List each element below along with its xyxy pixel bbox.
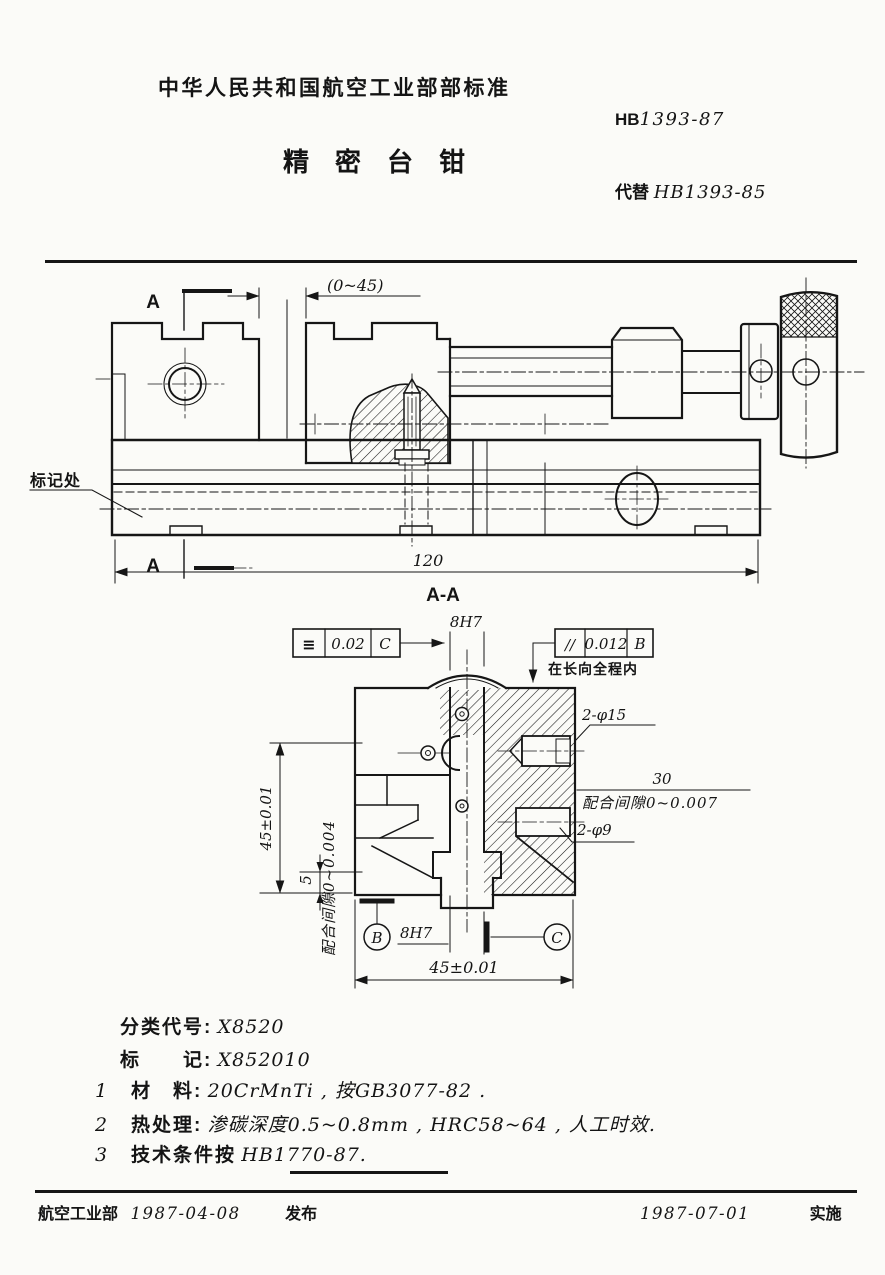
dim-slot-top: 8H7	[450, 613, 483, 631]
symmetry-datum-ref: C	[379, 635, 391, 653]
footer-issue-date: 1987-04-08	[130, 1204, 241, 1223]
dim-jaw-opening: (0~45)	[327, 276, 383, 295]
dim-slot-bottom: 8H7	[400, 924, 433, 942]
fixed-jaw	[95, 321, 261, 442]
parallelism-symbol: //	[563, 636, 577, 654]
datum-c-label: C	[551, 929, 563, 947]
note-label: 材 料:	[131, 1081, 203, 1102]
replaces-code: HB1393-85	[653, 182, 767, 203]
dim-overall-length: 120	[413, 551, 444, 570]
class-code-line: 分类代号: X8520	[120, 1012, 285, 1039]
slot-dim-top-lines	[449, 631, 485, 671]
datum-b-symbol	[359, 898, 395, 951]
replaces-label: 代替	[615, 183, 649, 202]
note-label: 热处理:	[131, 1115, 203, 1136]
jaw-opening-dimension	[227, 287, 421, 319]
standard-code-prefix: HB	[615, 110, 640, 129]
parallelism-tolerance-frame	[528, 628, 654, 683]
note-value: 20CrMnTi , 按GB3077-82 .	[207, 1080, 487, 1102]
marking-leader-line	[29, 489, 143, 518]
section-view-label: A-A	[426, 585, 460, 606]
symmetry-symbol: ≡	[302, 635, 315, 654]
note-item: 2 热处理: 渗碳深度0.5~0.8mm , HRC58~64 , 人工时效.	[95, 1110, 656, 1137]
page-title: 精密台钳	[283, 147, 492, 177]
dim-hole-span: 30	[652, 770, 672, 788]
upper-holes-leader	[574, 724, 656, 742]
section-label-top: A	[146, 292, 160, 313]
note-underline	[290, 1171, 448, 1174]
marking-code-value: X852010	[217, 1049, 311, 1071]
dim-holes-upper: 2-φ15	[581, 706, 626, 724]
section-view-drawing: ≡ 0.02 C 8H7 // 0.012 B 在长向全程内 2-φ15 30 …	[257, 613, 751, 989]
width-dimension	[354, 899, 574, 989]
class-code-label: 分类代号:	[120, 1017, 213, 1038]
finger-recess-arc	[441, 734, 461, 772]
footer-issuer: 航空工业部	[38, 1206, 119, 1223]
marking-code-label: 标 记:	[120, 1050, 213, 1071]
fit-clearance-left: 配合间隙0~0.004	[320, 820, 338, 956]
thrust-collar	[739, 322, 780, 421]
note-item: 1 材 料: 20CrMnTi , 按GB3077-82 .	[95, 1076, 486, 1103]
slot-dim-bottom-lines	[397, 895, 485, 955]
parallelism-tolerance-value: 0.012	[585, 635, 628, 653]
note-number: 1	[95, 1080, 108, 1102]
standard-code-number: 1393-87	[639, 109, 725, 130]
note-number: 2	[95, 1114, 108, 1136]
section-body	[353, 649, 585, 933]
note-label: 技术条件按	[131, 1145, 237, 1166]
vise-base	[29, 413, 772, 537]
main-view-drawing: A A (0~45) 120 A-A	[29, 276, 865, 606]
footer-divider	[35, 1190, 857, 1193]
dim-step: 5	[297, 875, 315, 885]
marking-location-label: 标记处	[30, 473, 82, 490]
footer-issue-action: 发布	[285, 1206, 318, 1223]
footer-impl-date: 1987-07-01	[640, 1204, 751, 1223]
height-dimension	[259, 742, 363, 894]
dim-height: 45±0.01	[257, 785, 275, 851]
parallelism-datum-ref: B	[633, 635, 645, 653]
standard-org-title: 中华人民共和国航空工业部部标准	[158, 77, 511, 100]
class-code-value: X8520	[217, 1016, 285, 1038]
header-divider	[45, 260, 857, 263]
parallelism-note: 在长向全程内	[548, 661, 638, 677]
dim-holes-lower: 2-φ9	[576, 821, 612, 839]
overall-length-dimension	[114, 539, 759, 584]
marking-code-line: 标 记: X852010	[120, 1045, 311, 1072]
replaces-line: 代替 HB1393-85	[615, 178, 766, 203]
step-dimension	[299, 854, 363, 911]
lead-screw-shaft	[437, 345, 865, 398]
note-item: 3 技术条件按 HB1770-87.	[95, 1140, 367, 1167]
note-number: 3	[95, 1144, 108, 1166]
note-value: HB1770-87.	[241, 1144, 367, 1166]
note-value: 渗碳深度0.5~0.8mm , HRC58~64 , 人工时效.	[207, 1114, 656, 1136]
lower-holes-leader	[559, 827, 635, 843]
footer-issue-group: 航空工业部 1987-04-08 发布	[38, 1200, 317, 1224]
symmetry-tolerance-value: 0.02	[331, 635, 364, 653]
standard-code: HB1393-87	[615, 109, 725, 130]
knurled-knob	[779, 277, 839, 469]
jaw-screw-cutaway	[349, 373, 449, 547]
footer-impl-group: 1987-07-01 实施	[640, 1200, 842, 1224]
footer-impl-action: 实施	[809, 1206, 842, 1223]
datum-c-symbol	[484, 921, 571, 953]
symmetry-tolerance-frame	[292, 628, 445, 658]
datum-b-label: B	[370, 929, 382, 947]
fit-clearance-right: 配合间隙0~0.007	[582, 794, 718, 812]
dim-width: 45±0.01	[428, 958, 498, 977]
screw-nut-block	[610, 326, 684, 420]
hatch-region-right	[484, 688, 575, 895]
section-label-bottom: A	[146, 556, 160, 577]
